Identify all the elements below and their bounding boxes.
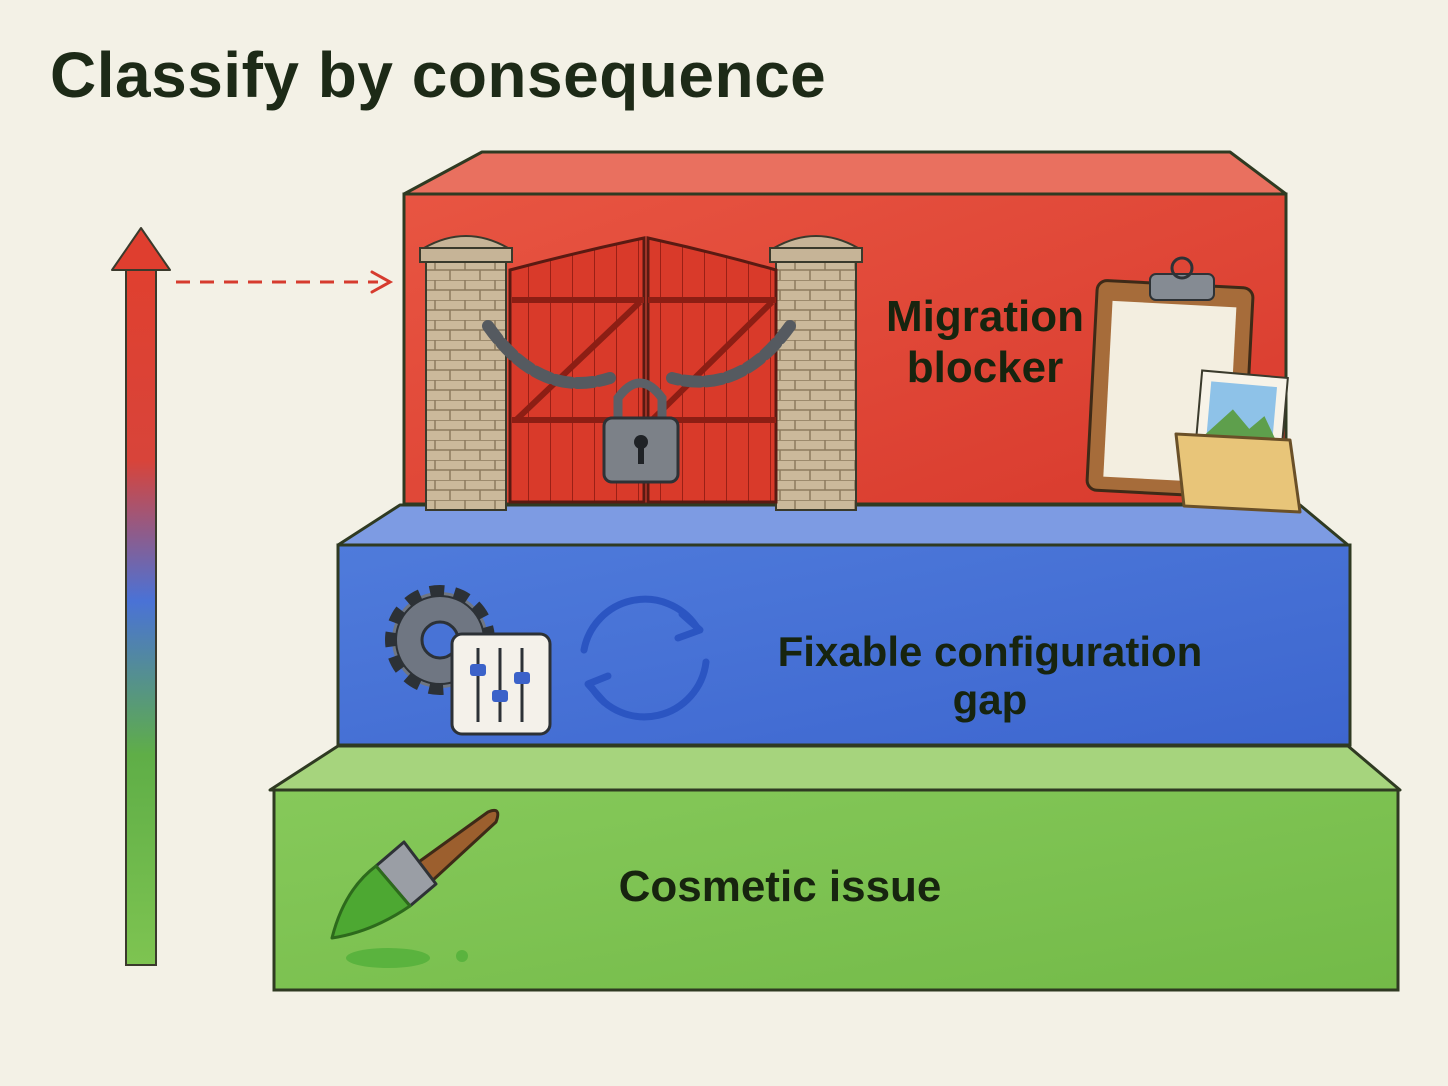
cosmetic-issue-label: Cosmetic issue: [618, 862, 942, 911]
chain-icon: [482, 320, 796, 390]
padlock-icon: [602, 378, 680, 484]
severity-arrow: [111, 227, 171, 966]
dashed-pointer-arrowhead: [370, 270, 394, 294]
sliders-icon: [450, 632, 552, 736]
paintbrush-icon: [330, 808, 500, 968]
diagram-title: Classify by consequence: [50, 39, 827, 111]
fixable-configuration-gap-label: Fixable configuration gap: [777, 628, 1203, 724]
migration-blocker-label: Migration blocker: [886, 292, 1084, 392]
picture-folder-icon: [1174, 369, 1302, 514]
refresh-cycle-icon: [580, 595, 710, 721]
